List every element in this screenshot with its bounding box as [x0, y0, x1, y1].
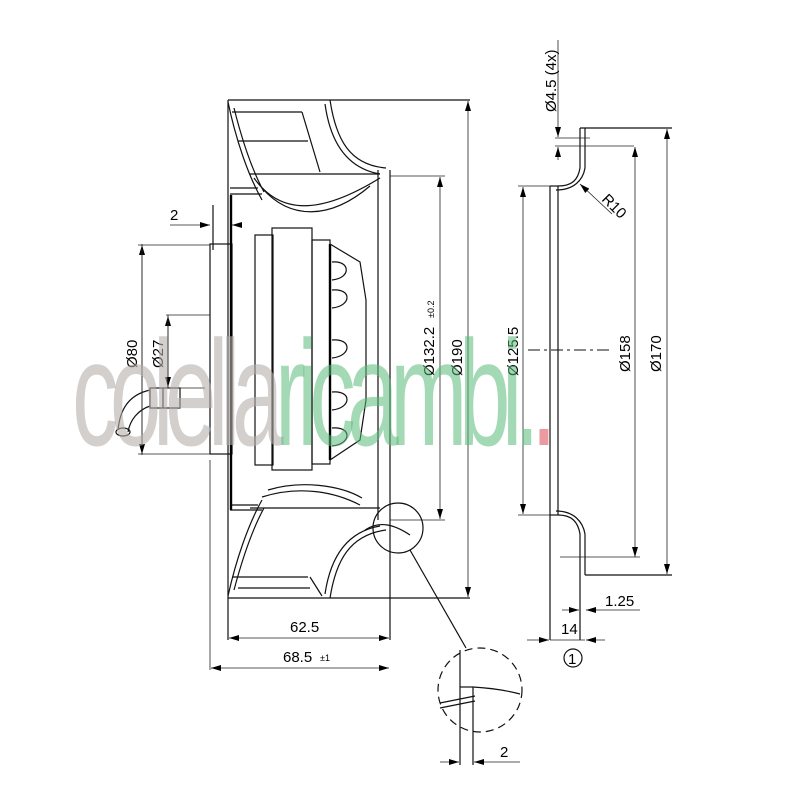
dim-outer-diameter: Ø190	[449, 339, 466, 376]
dim-flange-outer: Ø170	[648, 335, 665, 372]
dim-detail-gap: 2	[500, 744, 508, 761]
dim-total-depth: 68.5	[283, 649, 312, 666]
fan-dimensions: 2 Ø80 Ø27 Ø132.2 ±0.2 Ø190 62.5 68.5 ±	[124, 101, 471, 671]
detail-view: 2	[437, 647, 523, 765]
dim-inlet-diameter: Ø132.2	[421, 327, 438, 376]
dim-mount-hole: Ø4.5 (4x)	[543, 49, 560, 112]
dim-nozzle-inner: Ø125.5	[505, 327, 522, 376]
dim-hub-diameter: Ø27	[150, 340, 167, 368]
inlet-nozzle-view: Ø4.5 (4x) R10 Ø125.5 Ø158 Ø170 1.25 14 1	[505, 40, 672, 668]
dim-hole-circle: Ø158	[617, 335, 634, 372]
dim-flange-offset: 2	[170, 207, 178, 224]
dim-impeller-depth: 62.5	[290, 619, 319, 636]
fan-side-view	[115, 99, 470, 640]
dim-nozzle-depth: 14	[561, 621, 578, 638]
dim-inlet-tolerance: ±0.2	[426, 301, 436, 318]
dim-motor-diameter: Ø80	[124, 340, 141, 368]
dim-radius: R10	[598, 191, 629, 222]
dim-sheet-thickness: 1.25	[605, 593, 634, 610]
dim-total-tolerance: ±1	[320, 653, 330, 663]
detail-marker: 1	[568, 651, 576, 668]
